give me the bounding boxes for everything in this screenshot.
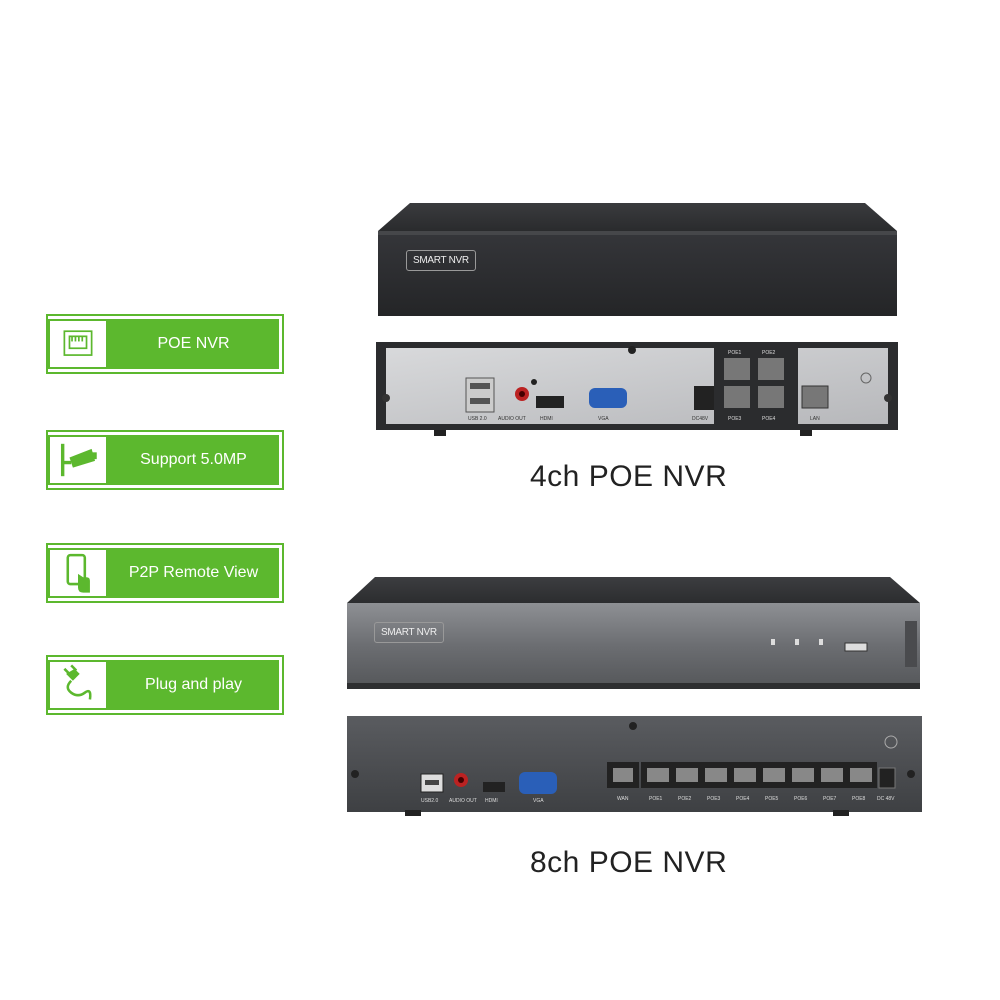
port-label: VGA [598,416,609,422]
feature-badge-p2p: P2P Remote View [46,543,284,603]
feature-badge-plug: Plug and play [46,655,284,715]
port-label: POE6 [794,796,808,802]
port-label: AUDIO OUT [498,416,526,422]
port-label: DC 48V [877,796,895,802]
port-label: POE4 [736,796,750,802]
ethernet-port-icon [48,319,108,369]
brand-label-4ch-front: SMART NVR [406,250,476,271]
port-label: USB2.0 [421,798,438,804]
phone-tap-icon [48,548,108,598]
feature-label: P2P Remote View [108,548,279,598]
port-label: POE3 [728,416,742,422]
port-label: WAN [617,796,629,802]
feature-label: Plug and play [108,660,279,710]
feature-badge-poe: POE NVR [46,314,284,374]
product-caption-4ch: 4ch POE NVR [530,460,728,493]
feature-label: POE NVR [108,319,279,369]
nvr-4ch-rear-image [376,342,898,436]
port-label: POE5 [765,796,779,802]
feature-badge-resolution: Support 5.0MP [46,430,284,490]
product-caption-8ch: 8ch POE NVR [530,846,728,879]
nvr-8ch-rear-image [347,716,922,816]
port-label: POE7 [823,796,837,802]
port-label: VGA [533,798,544,804]
brand-label-8ch-front: SMART NVR [374,622,444,643]
nvr-4ch-front-image [378,203,897,316]
feature-label: Support 5.0MP [108,435,279,485]
port-label: LAN [810,416,820,422]
port-label: POE8 [852,796,866,802]
port-label: POE3 [707,796,721,802]
port-label: AUDIO OUT [449,798,477,804]
power-plug-icon [48,660,108,710]
port-labels-8ch: USB2.0 AUDIO OUT HDMI VGA WAN POE1 POE2 … [421,796,895,804]
port-label: POE2 [678,796,692,802]
port-label: DC48V [692,416,709,422]
port-label: POE1 [728,350,742,356]
port-label: POE4 [762,416,776,422]
security-camera-icon [48,435,108,485]
port-label: POE2 [762,350,776,356]
port-label: POE1 [649,796,663,802]
port-label: HDMI [540,416,553,422]
port-labels-4ch: USB 2.0 AUDIO OUT HDMI VGA DC48V POE1 PO… [468,350,820,422]
port-label: USB 2.0 [468,416,487,422]
port-label: HDMI [485,798,498,804]
nvr-8ch-front-image [347,577,920,689]
